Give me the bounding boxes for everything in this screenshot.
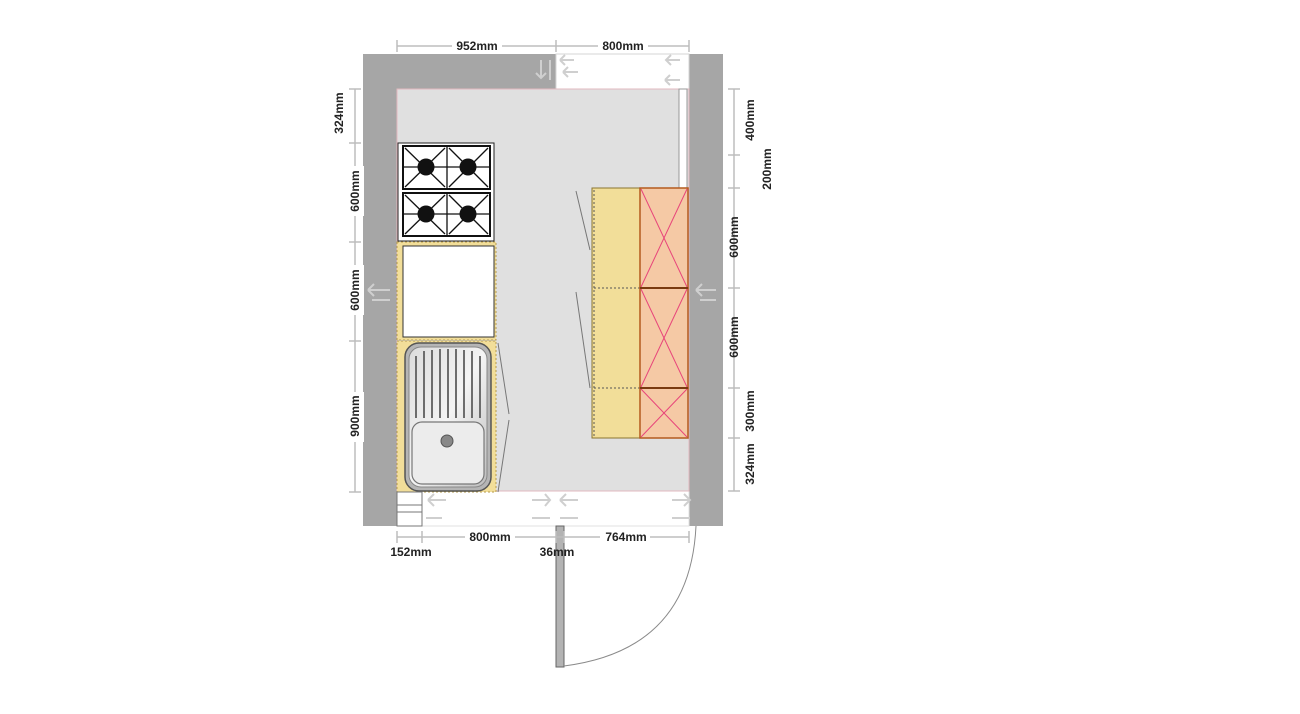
dim-left-4: 900mm [348, 395, 362, 436]
door-swing-arc [563, 525, 697, 667]
dim-right-5: 300mm [743, 390, 757, 431]
dim-right-4: 600mm [727, 316, 741, 357]
burner-2 [459, 158, 477, 176]
label-backings [330, 38, 759, 544]
sink-unit [396, 340, 497, 493]
hob [397, 142, 495, 242]
door-swing-line [497, 419, 510, 493]
door-swing-line [497, 342, 510, 415]
dim-bottom-3: 36mm [540, 545, 575, 559]
door-swing-line [575, 291, 591, 389]
right-cabinets [591, 187, 689, 439]
dim-left-1: 324mm [332, 92, 346, 133]
appliance [402, 245, 495, 338]
sink-drain [440, 434, 454, 448]
burner-3 [417, 205, 435, 223]
door [555, 525, 565, 668]
dim-bottom-4: 764mm [605, 530, 646, 544]
dim-bottom-2: 800mm [469, 530, 510, 544]
dim-right-6: 324mm [743, 443, 757, 484]
dim-right-2: 200mm [760, 148, 774, 189]
burner-4 [459, 205, 477, 223]
opening-arrows [367, 54, 716, 519]
window-frame [678, 88, 688, 190]
dimension-labels: 952mm 800mm 324mm 600mm 600mm 900mm 400m… [332, 39, 774, 559]
dim-right-1: 400mm [743, 99, 757, 140]
dim-bottom-1: 152mm [390, 545, 431, 559]
sink-bowl [411, 421, 485, 485]
dim-left-2: 600mm [348, 170, 362, 211]
dim-left-3: 600mm [348, 269, 362, 310]
door-swing-line [575, 190, 591, 251]
bottom-left-unit [396, 491, 423, 527]
dim-top-left: 952mm [456, 39, 497, 53]
dim-right-3: 600mm [727, 216, 741, 257]
sink-drainer [415, 349, 481, 418]
dim-top-right: 800mm [602, 39, 643, 53]
wall-bottom-left [363, 491, 397, 526]
left-cabinet-appliance [396, 241, 497, 341]
burner-1 [417, 158, 435, 176]
door-opening-bottom [396, 490, 690, 527]
